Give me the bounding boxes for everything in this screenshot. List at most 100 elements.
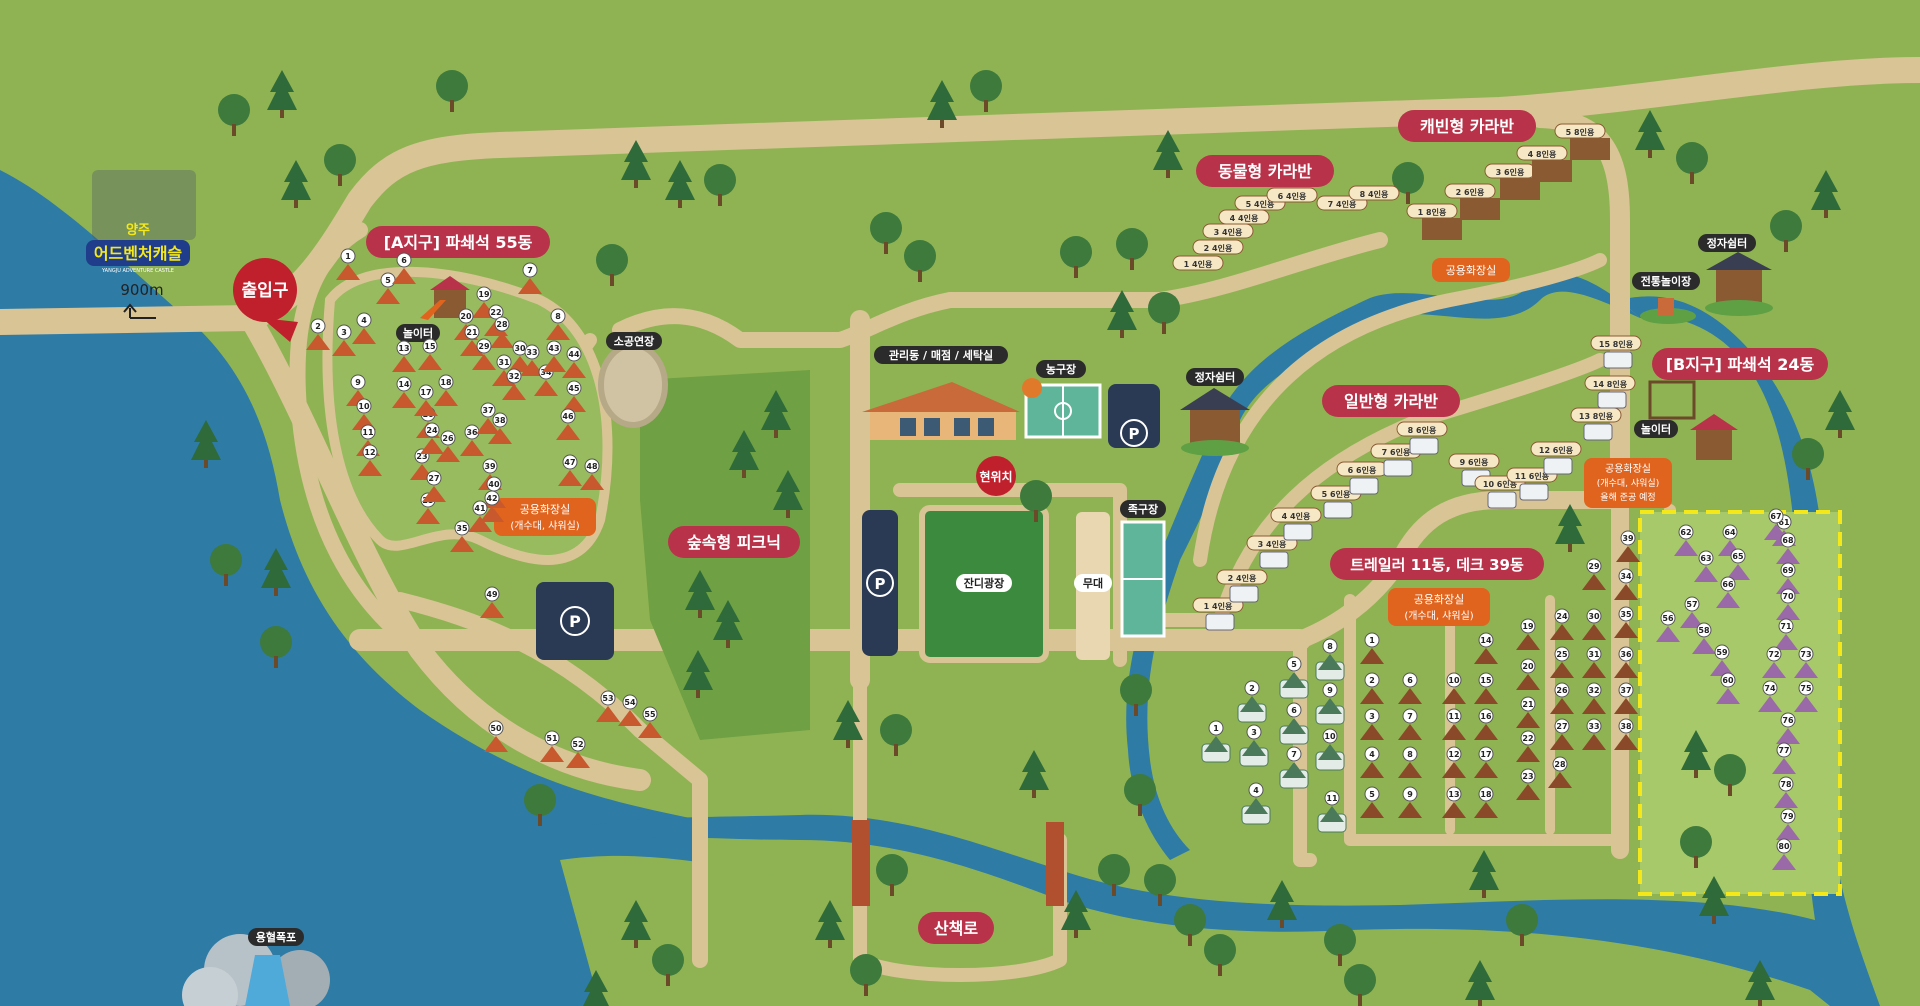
deck-site-9[interactable]: 9 <box>1398 786 1422 818</box>
b-site-78[interactable]: 78 <box>1774 776 1798 808</box>
b-site-77[interactable]: 77 <box>1772 742 1796 774</box>
a-site-41[interactable]: 41 <box>468 500 492 532</box>
trailer-site-4[interactable]: 4 <box>1244 782 1268 814</box>
restroom-cabin[interactable] <box>1432 258 1510 282</box>
a-site-51[interactable]: 51 <box>540 730 564 762</box>
a-site-17[interactable]: 17 <box>414 384 438 416</box>
general-site-9[interactable]: 9 6인용 <box>1448 453 1500 469</box>
deck-site-22[interactable]: 22 <box>1516 730 1540 762</box>
deck-site-19[interactable]: 19 <box>1516 618 1540 650</box>
trailer-site-8[interactable]: 8 <box>1318 638 1342 670</box>
deck-site-16[interactable]: 16 <box>1474 708 1498 740</box>
a-site-37[interactable]: 37 <box>476 402 500 434</box>
deck-site-36[interactable]: 36 <box>1614 646 1638 678</box>
waterfall[interactable] <box>182 934 330 1006</box>
a-site-4[interactable]: 4 <box>352 312 376 344</box>
general-site-6[interactable]: 6 6인용 <box>1336 461 1388 477</box>
deck-site-7[interactable]: 7 <box>1398 708 1422 740</box>
b-site-56[interactable]: 56 <box>1656 610 1680 642</box>
a-site-2[interactable]: 2 <box>306 318 330 350</box>
a-site-15[interactable]: 15 <box>418 338 442 370</box>
b-site-80[interactable]: 80 <box>1772 838 1796 870</box>
b-site-62[interactable]: 62 <box>1674 524 1698 556</box>
pavilion-2[interactable] <box>1705 252 1773 316</box>
deck-site-11[interactable]: 11 <box>1442 708 1466 740</box>
cabin-site-2[interactable]: 2 6인용 <box>1444 183 1496 199</box>
general-site-2[interactable]: 2 4인용 <box>1216 569 1268 585</box>
a-site-35[interactable]: 35 <box>450 520 474 552</box>
deck-site-20[interactable]: 20 <box>1516 658 1540 690</box>
restroom-b[interactable] <box>1584 458 1672 508</box>
trailer-site-3[interactable]: 3 <box>1242 724 1266 756</box>
deck-site-28[interactable]: 28 <box>1548 756 1572 788</box>
b-site-57[interactable]: 57 <box>1680 596 1704 628</box>
a-site-55[interactable]: 55 <box>638 706 662 738</box>
a-site-26[interactable]: 26 <box>436 430 460 462</box>
deck-site-39[interactable]: 39 <box>1616 530 1640 562</box>
deck-site-15[interactable]: 15 <box>1474 672 1498 704</box>
trailer-site-11[interactable]: 11 <box>1320 790 1344 822</box>
parking-lot-a[interactable] <box>536 582 614 660</box>
a-site-33[interactable]: 33 <box>520 344 544 376</box>
a-site-50[interactable]: 50 <box>484 720 508 752</box>
trailer-site-7[interactable]: 7 <box>1282 746 1306 778</box>
general-site-12[interactable]: 12 6인용 <box>1530 441 1582 457</box>
b-site-71[interactable]: 71 <box>1774 618 1798 650</box>
b-site-59[interactable]: 59 <box>1710 644 1734 676</box>
a-site-54[interactable]: 54 <box>618 694 642 726</box>
a-site-12[interactable]: 12 <box>358 444 382 476</box>
general-site-15[interactable]: 15 8인용 <box>1590 335 1642 351</box>
restroom-a[interactable] <box>494 498 596 536</box>
pavilion-1[interactable] <box>1180 388 1250 456</box>
animal-site-1[interactable]: 1 4인용 <box>1172 255 1224 271</box>
deck-site-10[interactable]: 10 <box>1442 672 1466 704</box>
general-site-4[interactable]: 4 4인용 <box>1270 507 1322 523</box>
deck-site-26[interactable]: 26 <box>1550 682 1574 714</box>
a-site-18[interactable]: 18 <box>434 374 458 406</box>
b-site-70[interactable]: 70 <box>1776 588 1800 620</box>
deck-site-31[interactable]: 31 <box>1582 646 1606 678</box>
a-site-28[interactable]: 28 <box>490 316 514 348</box>
b-site-65[interactable]: 65 <box>1726 548 1750 580</box>
a-site-48[interactable]: 48 <box>580 458 604 490</box>
b-site-66[interactable]: 66 <box>1716 576 1740 608</box>
a-site-32[interactable]: 32 <box>502 368 526 400</box>
deck-site-14[interactable]: 14 <box>1474 632 1498 664</box>
parking-lots[interactable]: P P P <box>536 384 1160 660</box>
animal-site-8[interactable]: 8 4인용 <box>1348 185 1400 201</box>
animal-site-3[interactable]: 3 4인용 <box>1202 223 1254 239</box>
a-site-53[interactable]: 53 <box>596 690 620 722</box>
deck-site-2[interactable]: 2 <box>1360 672 1384 704</box>
traditional-play-area[interactable] <box>1640 298 1696 324</box>
a-site-8[interactable]: 8 <box>546 308 570 340</box>
trailer-site-6[interactable]: 6 <box>1282 702 1306 734</box>
deck-site-13[interactable]: 13 <box>1442 786 1466 818</box>
b-site-72[interactable]: 72 <box>1762 646 1786 678</box>
deck-site-12[interactable]: 12 <box>1442 746 1466 778</box>
cabin-site-4[interactable]: 4 8인용 <box>1516 145 1568 161</box>
b-site-68[interactable]: 68 <box>1776 532 1800 564</box>
a-site-13[interactable]: 13 <box>392 340 416 372</box>
trailer-site-5[interactable]: 5 <box>1282 656 1306 688</box>
deck-site-8[interactable]: 8 <box>1398 746 1422 778</box>
b-site-79[interactable]: 79 <box>1776 808 1800 840</box>
a-site-38[interactable]: 38 <box>488 412 512 444</box>
a-site-27[interactable]: 27 <box>422 470 446 502</box>
deck-site-17[interactable]: 17 <box>1474 746 1498 778</box>
restroom-trailer[interactable] <box>1388 588 1490 626</box>
b-site-75[interactable]: 75 <box>1794 680 1818 712</box>
deck-site-27[interactable]: 27 <box>1550 718 1574 750</box>
b-site-74[interactable]: 74 <box>1758 680 1782 712</box>
deck-site-4[interactable]: 4 <box>1360 746 1384 778</box>
a-site-6[interactable]: 6 <box>392 252 416 284</box>
a-site-1[interactable]: 1 <box>336 248 360 280</box>
b-site-69[interactable]: 69 <box>1776 562 1800 594</box>
a-site-3[interactable]: 3 <box>332 324 356 356</box>
playground-b[interactable] <box>1648 380 1738 460</box>
trailer-site-1[interactable]: 1 <box>1204 720 1228 752</box>
deck-site-3[interactable]: 3 <box>1360 708 1384 740</box>
deck-site-32[interactable]: 32 <box>1582 682 1606 714</box>
deck-site-6[interactable]: 6 <box>1398 672 1422 704</box>
animal-site-2[interactable]: 2 4인용 <box>1192 239 1244 255</box>
entrance-marker[interactable]: 출입구 <box>233 258 298 342</box>
